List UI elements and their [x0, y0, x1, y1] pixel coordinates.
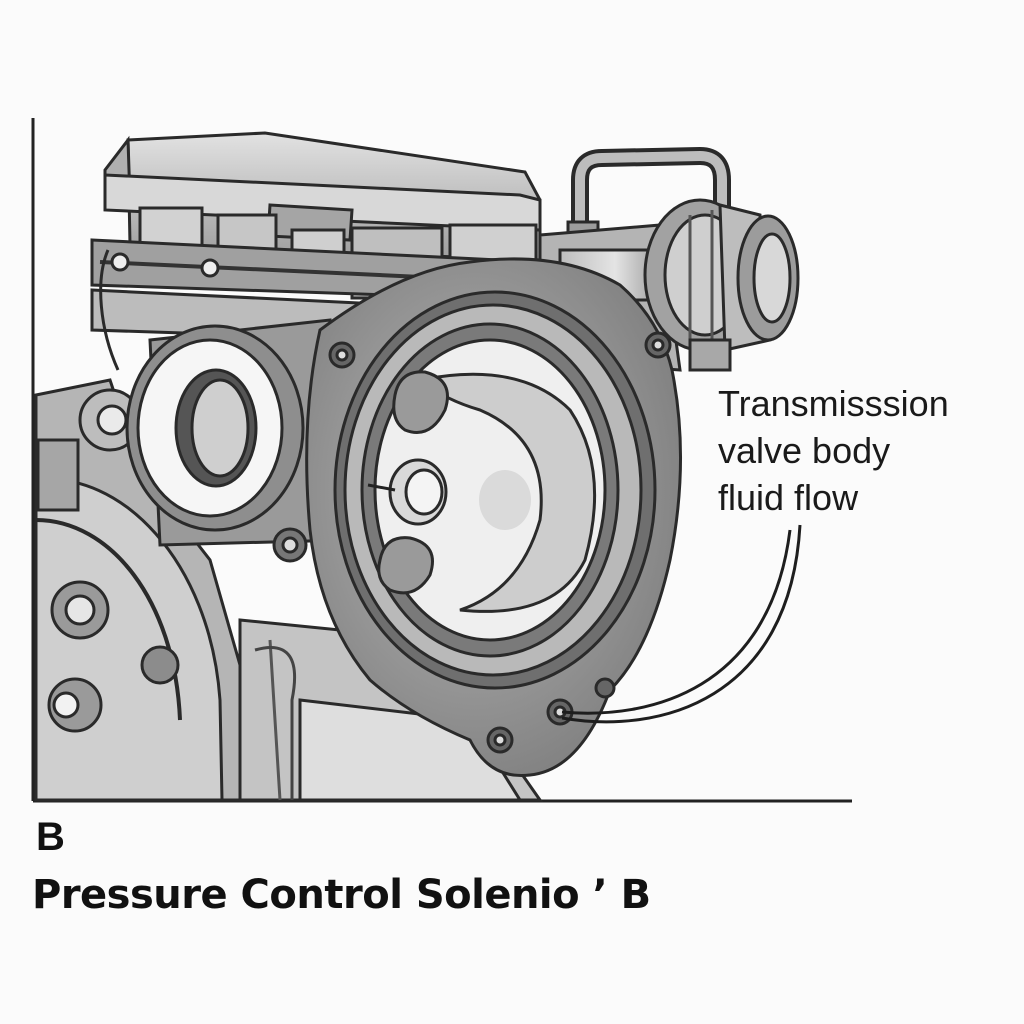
gear-cover-left — [34, 378, 264, 802]
leader-lines — [561, 524, 802, 724]
circular-port-ring — [125, 318, 347, 563]
callout-line-2: valve body — [718, 430, 891, 471]
callout-label: Transmisssion valve body fluid flow — [718, 380, 1008, 521]
callout-line-3: fluid flow — [718, 477, 859, 518]
callout-line-1: Transmisssion — [718, 383, 949, 424]
panel-letter: B — [36, 815, 65, 859]
figure-caption: Pressure Control Solenio ’ B — [32, 872, 651, 918]
fluid-channel-recess — [367, 338, 607, 642]
